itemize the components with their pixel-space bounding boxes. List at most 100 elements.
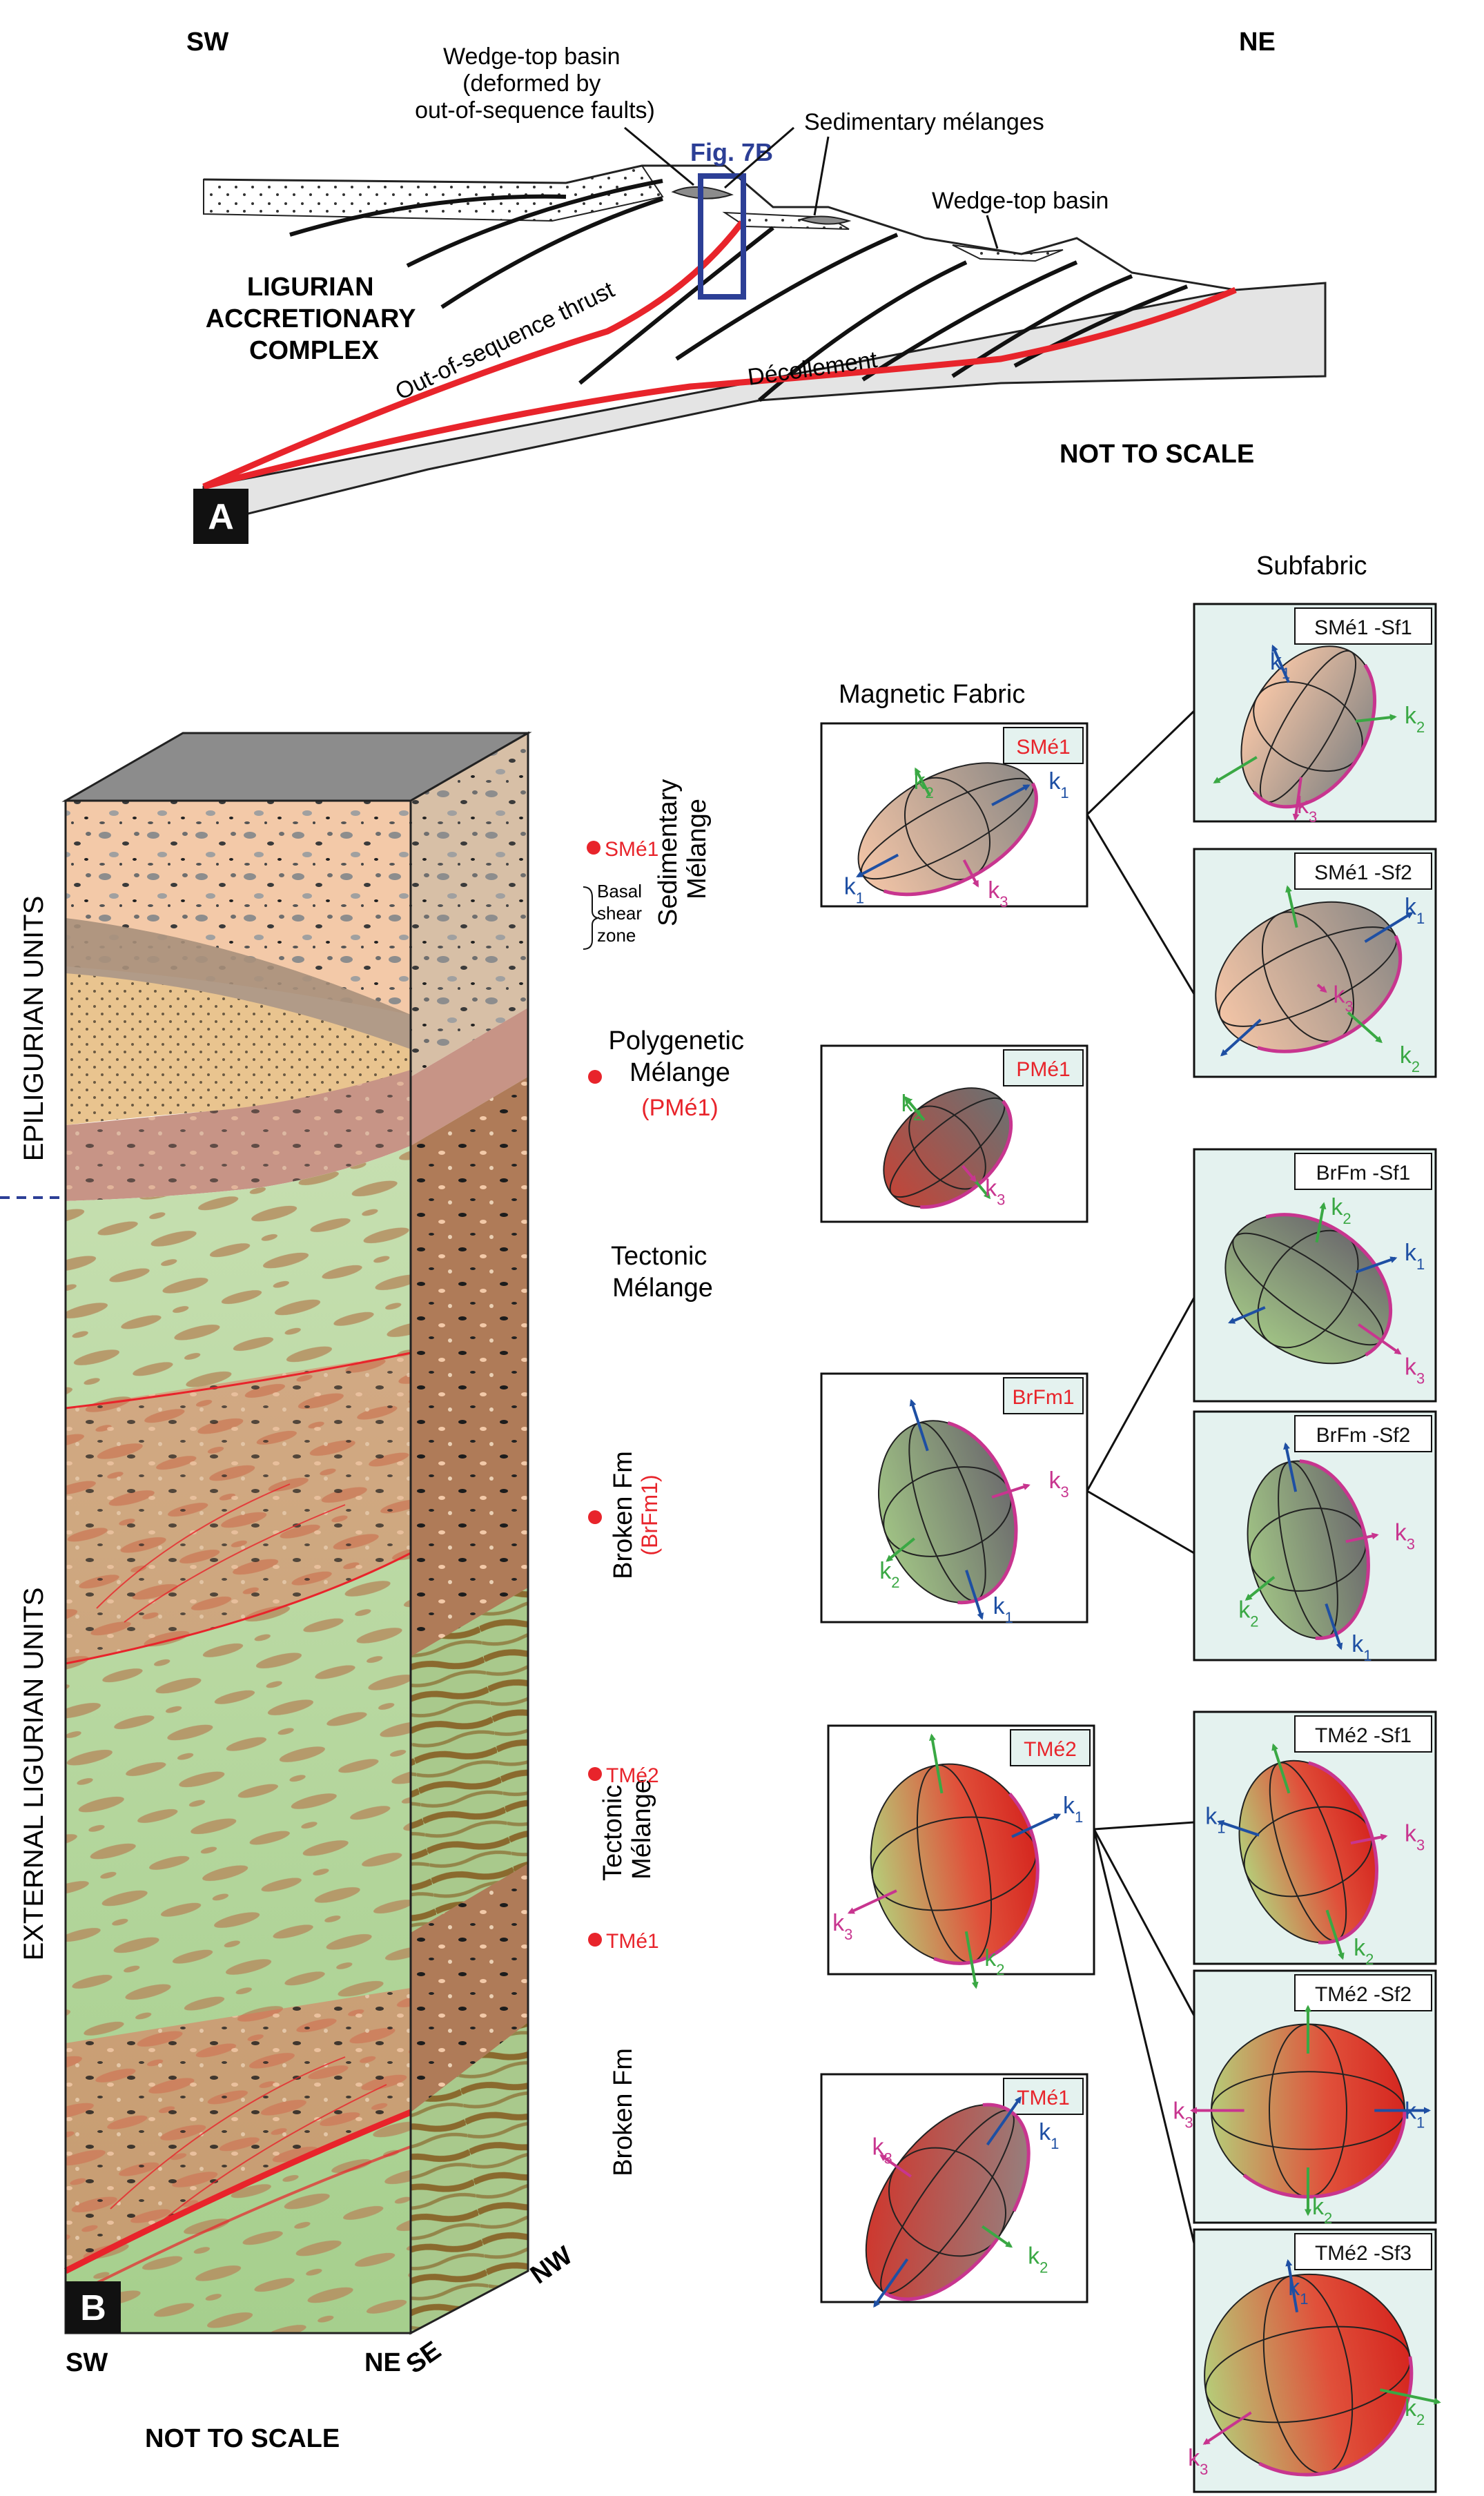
wedge-top-basin-label: Wedge-top basin xyxy=(932,188,1109,214)
direction-ne-label: NE xyxy=(1239,28,1276,57)
ellipsoid xyxy=(856,761,1038,897)
brfm1-paren-label: (BrFm1) xyxy=(637,1474,662,1555)
axis-arrow-k1 xyxy=(1217,1820,1260,1837)
leader-melanges-2 xyxy=(813,136,830,216)
tectonic-melange-1-label: Tectonic Mélange xyxy=(611,1242,714,1303)
axis-arrow-k1t xyxy=(1228,1306,1266,1324)
ellipsoid xyxy=(1202,2259,1441,2477)
fabric-box-title: SMé1 -Sf2 xyxy=(1294,852,1432,890)
fabric-box-title: TMé2 -Sf1 xyxy=(1294,1715,1432,1753)
svg-text:SMé1: SMé1 xyxy=(1016,736,1070,759)
broken-fm-1-label: Broken Fm xyxy=(609,1451,638,1579)
svg-text:BrFm -Sf2: BrFm -Sf2 xyxy=(1316,1424,1411,1447)
sample-label-sme1: SMé1 xyxy=(605,838,658,861)
svg-text:SMé1 -Sf2: SMé1 -Sf2 xyxy=(1314,861,1412,884)
svg-text:BrFm -Sf1: BrFm -Sf1 xyxy=(1316,1162,1411,1184)
decollement-fault xyxy=(202,286,1237,490)
basal-shear-zone-label: Basal shear zone xyxy=(597,881,647,946)
axis-arrow-k1b xyxy=(1220,1018,1262,1057)
ellipsoid xyxy=(1217,1743,1388,1960)
axis-arrow-k3 xyxy=(1316,984,1327,993)
axis-arrow-k3 xyxy=(1350,1833,1388,1845)
svg-text:TMé2 -Sf2: TMé2 -Sf2 xyxy=(1315,1983,1412,2006)
axis-arrow-k1 xyxy=(986,2096,1022,2146)
svg-text:TMé2 -Sf3: TMé2 -Sf3 xyxy=(1315,2242,1412,2265)
svg-text:TMé1: TMé1 xyxy=(1017,2087,1070,2109)
svg-text:SMé1 -Sf1: SMé1 -Sf1 xyxy=(1314,616,1412,639)
axis-arrow-k2 xyxy=(964,1931,979,1989)
panel-a-letter: A xyxy=(208,497,234,537)
axis-arrow-k3 xyxy=(1358,1323,1402,1355)
panel-b-letter: B xyxy=(80,2288,106,2328)
pme1-paren-label: (PMé1) xyxy=(641,1095,718,1121)
axis-arrow-k1 xyxy=(991,784,1031,806)
leader-melanges-1 xyxy=(724,126,794,189)
ellipsoid xyxy=(1213,644,1397,821)
sedimentary-melange-label: Sedimentary Mélange xyxy=(654,772,712,926)
polygenetic-melange-label: Polygenetic Mélange xyxy=(608,1026,751,1087)
panel-b-not-to-scale: NOT TO SCALE xyxy=(145,2424,340,2453)
fabric-boxes: SMé1k1k1k2k3PMé1k2k3BrFm1k1k3k2TMé2k1k3k… xyxy=(820,603,1441,2493)
sample-dot-pme1 xyxy=(588,1070,602,1084)
epiligurian-units-label: EPILIGURIAN UNITS xyxy=(19,896,49,1162)
dir-sw: SW xyxy=(66,2348,108,2377)
fig-7b-label: Fig. 7B xyxy=(690,138,773,166)
sedimentary-melanges-label: Sedimentary mélanges xyxy=(804,109,1044,135)
fabric-box-title: TMé1 xyxy=(1003,2078,1084,2115)
dir-ne: NE xyxy=(364,2348,401,2377)
fabric-box-title: TMé2 -Sf2 xyxy=(1294,1974,1432,2011)
sample-dot-tme2 xyxy=(588,1767,602,1781)
ellipsoid xyxy=(1244,1442,1379,1650)
axis-arrow-k2t xyxy=(1285,885,1298,928)
axis-arrow-k2 xyxy=(886,1537,915,1562)
ellipsoid xyxy=(1190,2005,1431,2216)
axis-arrow-k2 xyxy=(1244,1576,1276,1601)
fabric-box-title: BrFm -Sf1 xyxy=(1294,1153,1432,1190)
basal-shear-brace xyxy=(583,886,598,950)
fabric-box-title: SMé1 -Sf1 xyxy=(1294,607,1432,645)
ellipsoid xyxy=(847,1733,1062,1989)
external-ligurian-units-label: EXTERNAL LIGURIAN UNITS xyxy=(19,1588,49,1961)
leader-wedge-top-deformed xyxy=(624,126,694,186)
axis-arrow-k1 xyxy=(1364,912,1414,944)
connector-lines xyxy=(1086,710,1195,2244)
fabric-box-title: PMé1 xyxy=(1003,1049,1084,1086)
axis-arrow-k1 xyxy=(1325,1603,1343,1650)
ellipsoid xyxy=(881,1086,1013,1209)
ellipsoid xyxy=(877,1398,1031,1620)
out-of-sequence-thrust-fault xyxy=(202,220,745,490)
axis-arrow-k1 xyxy=(1355,1256,1398,1274)
axis-arrow-k2 xyxy=(904,1095,926,1121)
sample-markers: SMé1 TMé2 TMé1 xyxy=(587,838,659,1953)
axis-arrow-k1t xyxy=(1283,1442,1298,1492)
panel-a: SW NE Fig. 7B Wedge-top b xyxy=(186,28,1327,544)
axis-arrow-k1 xyxy=(856,853,899,878)
sample-dot-tme1 xyxy=(588,1933,602,1947)
axis-arrow-k2 xyxy=(1315,1202,1327,1243)
broken-fm-2-label: Broken Fm xyxy=(609,2048,638,2176)
axis-arrow-k2 xyxy=(1355,714,1397,723)
fig-7b-box xyxy=(698,173,746,300)
axis-arrow-k1 xyxy=(1271,644,1290,683)
basement-wedge xyxy=(202,282,1327,526)
wedge-top-basin-deformed-label: Wedge-top basin (deformed by out-of-sequ… xyxy=(415,43,655,124)
axis-arrow-k2t xyxy=(929,1733,944,1794)
axis-arrow-k2 xyxy=(1325,1909,1345,1960)
panel-b-letter-box xyxy=(66,2281,121,2333)
axis-arrow-k3 xyxy=(1202,2411,1252,2445)
axis-arrow-k1 xyxy=(1011,1813,1062,1838)
panel-a-not-to-scale: NOT TO SCALE xyxy=(1060,440,1254,469)
fabric-box-title: BrFm -Sf2 xyxy=(1294,1415,1432,1452)
wedge-top-basin-right xyxy=(952,244,1064,262)
axis-arrow-k2b xyxy=(1213,756,1258,784)
sample-label-tme2: TMé2 xyxy=(606,1764,659,1787)
direction-sw-label: SW xyxy=(186,28,228,57)
panel-b-block: EPILIGURIAN UNITS EXTERNAL LIGURIAN UNIT… xyxy=(0,731,751,2453)
